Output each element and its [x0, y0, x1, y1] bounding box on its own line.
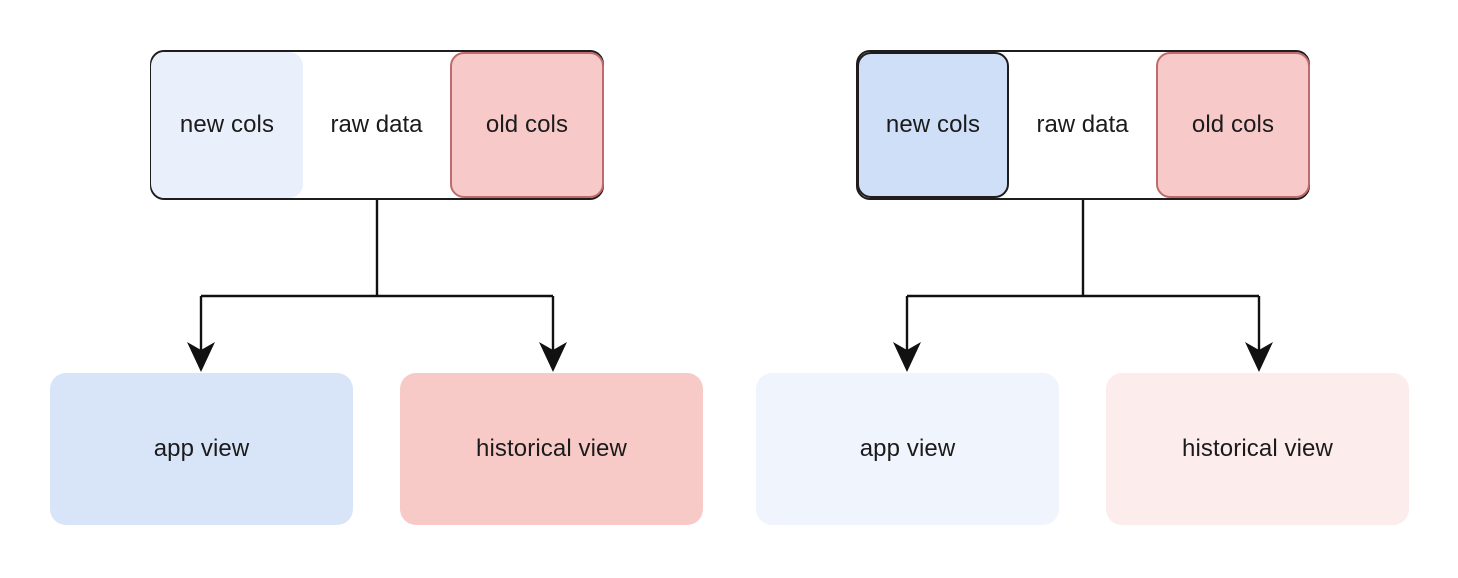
node-historical-view[interactable]: historical view [1106, 373, 1409, 525]
diagram-group-left: raw data new cols old cols app view hist… [50, 50, 703, 525]
chip-old-cols-label: old cols [1191, 111, 1275, 138]
raw-data-label: raw data [330, 111, 423, 138]
chip-new-cols-label: new cols [179, 111, 275, 138]
chip-new-cols-label: new cols [885, 111, 981, 138]
connector-raw-to-views [893, 200, 1273, 372]
raw-data-label: raw data [1036, 111, 1129, 138]
node-app-view-label: app view [859, 435, 956, 462]
node-historical-view-label: historical view [476, 435, 627, 462]
chip-old-cols[interactable]: old cols [450, 52, 604, 198]
node-historical-view-label: historical view [1182, 435, 1333, 462]
node-app-view[interactable]: app view [756, 373, 1059, 525]
chip-old-cols[interactable]: old cols [1156, 52, 1310, 198]
chip-old-cols-label: old cols [485, 111, 569, 138]
node-app-view-label: app view [153, 435, 250, 462]
chip-new-cols[interactable]: new cols [857, 52, 1009, 198]
node-app-view[interactable]: app view [50, 373, 353, 525]
node-historical-view[interactable]: historical view [400, 373, 703, 525]
chip-new-cols[interactable]: new cols [151, 52, 303, 198]
connector-raw-to-views [187, 200, 567, 372]
diagram-group-right: raw data new cols old cols app view hist… [729, 0, 1458, 578]
